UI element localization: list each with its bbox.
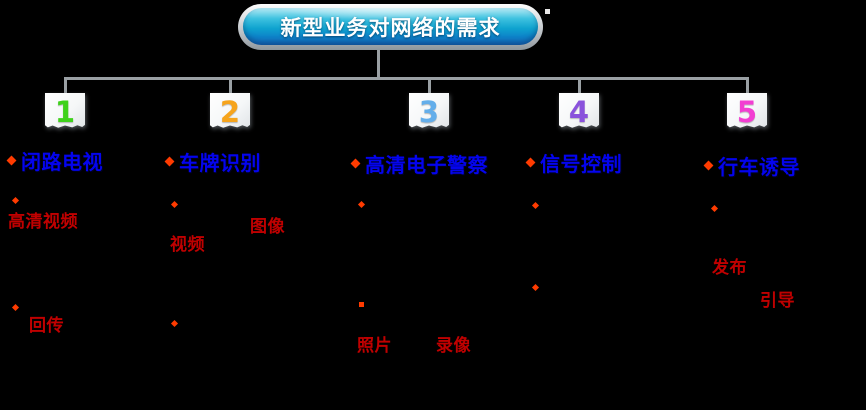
body-bullet-icon bbox=[531, 283, 540, 292]
page-title: 新型业务对网络的需求 bbox=[280, 15, 501, 40]
artifact-dot bbox=[545, 9, 550, 14]
branch-number-2: 2 bbox=[219, 94, 241, 129]
branch-number-1: 1 bbox=[54, 94, 76, 129]
connector-drop-2 bbox=[229, 79, 232, 94]
connector-hline bbox=[64, 77, 749, 80]
branch-heading-label: 高清电子警察 bbox=[365, 153, 488, 177]
red-text-fragment: 回传 bbox=[29, 316, 64, 336]
title-pill: 新型业务对网络的需求 bbox=[238, 4, 543, 50]
body-bullet-icon bbox=[170, 319, 179, 328]
red-text-fragment: 发布 bbox=[712, 258, 747, 278]
branch-number-4: 4 bbox=[568, 94, 590, 129]
connector-drop-3 bbox=[428, 79, 431, 94]
branch-number-3: 3 bbox=[418, 94, 440, 129]
branch-heading-label: 车牌识别 bbox=[179, 151, 261, 175]
body-bullet-icon bbox=[710, 204, 719, 213]
branch-heading-label: 行车诱导 bbox=[718, 155, 800, 179]
red-text-fragment: 视频 bbox=[170, 235, 205, 255]
connector-stub bbox=[377, 50, 380, 78]
red-text-fragment: 高清视频 bbox=[8, 212, 78, 232]
title-pill-face: 新型业务对网络的需求 bbox=[243, 8, 538, 45]
connector-drop-4 bbox=[578, 79, 581, 94]
branch-heading-label: 闭路电视 bbox=[21, 150, 103, 174]
red-text-fragment: 图像 bbox=[250, 217, 285, 237]
red-text-fragment: 照片 bbox=[357, 336, 392, 356]
heading-bullet-icon bbox=[525, 157, 536, 168]
connector-drop-5 bbox=[746, 79, 749, 94]
number-card-4: 4 bbox=[559, 93, 599, 130]
heading-bullet-icon bbox=[703, 160, 714, 171]
body-bullet-icon bbox=[11, 196, 20, 205]
number-card-5: 5 bbox=[727, 93, 767, 130]
branch-heading-5: 行车诱导 bbox=[703, 151, 800, 180]
body-bullet-icon bbox=[170, 200, 179, 209]
branch-heading-label: 信号控制 bbox=[540, 152, 622, 176]
number-card-face-4: 4 bbox=[559, 93, 599, 129]
red-text-fragment: 录像 bbox=[436, 336, 471, 356]
number-card-face-2: 2 bbox=[210, 93, 250, 129]
body-bullet-icon bbox=[11, 303, 20, 312]
connector-drop-1 bbox=[64, 79, 67, 94]
branch-heading-4: 信号控制 bbox=[525, 148, 622, 177]
number-card-face-1: 1 bbox=[45, 93, 85, 129]
heading-bullet-icon bbox=[164, 156, 175, 167]
number-card-face-5: 5 bbox=[727, 93, 767, 129]
heading-bullet-icon bbox=[6, 155, 17, 166]
body-bullet-icon bbox=[531, 201, 540, 210]
number-card-2: 2 bbox=[210, 93, 250, 130]
red-text-fragment: 引导 bbox=[760, 291, 795, 311]
branch-heading-1: 闭路电视 bbox=[6, 146, 103, 175]
body-bullet-icon bbox=[357, 200, 366, 209]
branch-number-5: 5 bbox=[736, 94, 758, 129]
heading-bullet-icon bbox=[350, 158, 361, 169]
number-card-face-3: 3 bbox=[409, 93, 449, 129]
body-bullet-icon bbox=[359, 302, 364, 307]
branch-heading-2: 车牌识别 bbox=[164, 147, 261, 176]
number-card-1: 1 bbox=[45, 93, 85, 130]
number-card-3: 3 bbox=[409, 93, 449, 130]
branch-heading-3: 高清电子警察 bbox=[350, 149, 488, 178]
